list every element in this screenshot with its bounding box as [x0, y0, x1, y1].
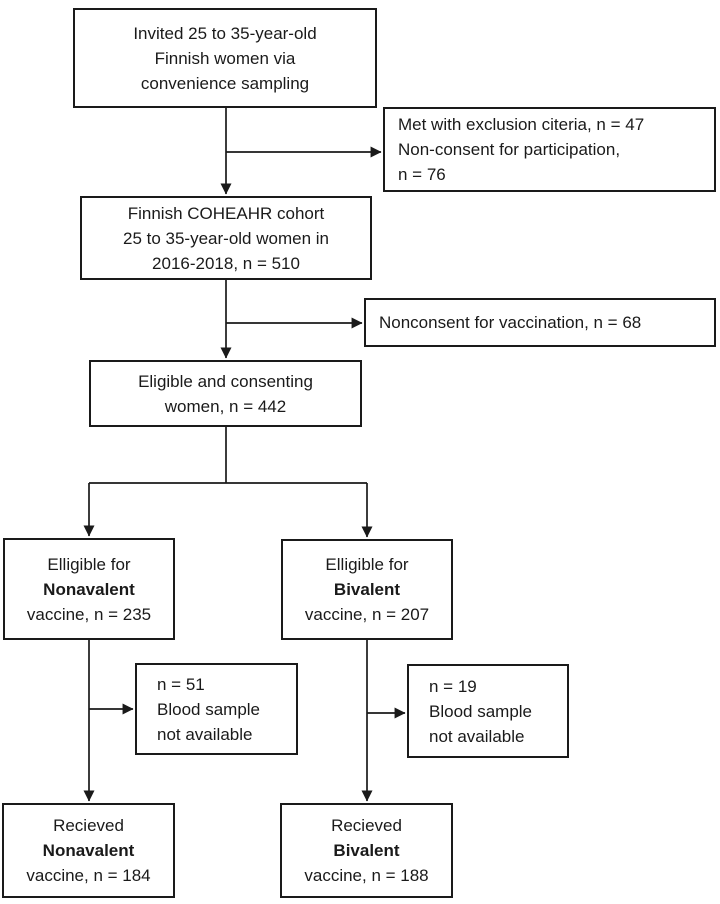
box-exclusion-line-3: n = 76 — [398, 165, 446, 184]
box-noblood-bivalent-line-1: n = 19 — [429, 676, 477, 696]
box-cohort-line-3: 2016-2018, n = 510 — [152, 253, 300, 273]
box-noblood-bivalent: n = 19 Blood sample not available — [407, 664, 569, 758]
box-invited-line-3: convenience sampling — [140, 73, 310, 93]
box-received-nonavalent-line-1: Recieved — [53, 816, 124, 835]
box-noblood-bivalent-line-2: Blood sample — [429, 701, 533, 721]
box-nonconsent-vaccination: Nonconsent for vaccination, n = 68 — [364, 298, 716, 347]
box-nonconsent-line-1: Nonconsent for vaccination, n = 68 — [379, 313, 642, 332]
box-eligible-bivalent-line-3: vaccine, n = 207 — [304, 605, 430, 624]
box-eligible-bivalent-line-2: Bivalent — [333, 580, 401, 599]
box-noblood-nonavalent-line-1: n = 51 — [157, 674, 205, 694]
box-exclusion-line-1: Met with exclusion citeria, n = 47 — [398, 115, 645, 134]
box-invited-line-2: Finnish women via — [154, 48, 296, 68]
box-exclusion-criteria: Met with exclusion citeria, n = 47 Non-c… — [383, 107, 716, 192]
box-invited-line-1: Invited 25 to 35-year-old — [133, 23, 317, 43]
box-received-bivalent-line-3: vaccine, n = 188 — [304, 866, 429, 885]
box-eligible-bivalent-line-1: Elligible for — [325, 555, 409, 574]
box-cohort-line-1: Finnish COHEAHR cohort — [127, 203, 325, 223]
box-eligible-nonavalent-line-2: Nonavalent — [43, 579, 135, 599]
box-noblood-bivalent-line-3: not available — [429, 726, 525, 746]
box-noblood-nonavalent-line-2: Blood sample — [157, 699, 261, 719]
box-eligible-nonavalent-line-1: Elligible for — [47, 554, 131, 574]
box-received-nonavalent: Recieved Nonavalent vaccine, n = 184 — [2, 803, 175, 898]
box-eligible-nonavalent-line-3: vaccine, n = 235 — [26, 604, 152, 624]
box-eligible-consenting: Eligible and consenting women, n = 442 — [89, 360, 362, 427]
box-eligible-nonavalent: Elligible for Nonavalent vaccine, n = 23… — [3, 538, 175, 640]
box-invited-women: Invited 25 to 35-year-old Finnish women … — [73, 8, 377, 108]
box-received-bivalent-line-2: Bivalent — [333, 841, 400, 860]
box-cohort-line-2: 25 to 35-year-old women in — [122, 228, 329, 248]
box-received-nonavalent-line-3: vaccine, n = 184 — [26, 866, 151, 885]
box-eligible-line-2: women, n = 442 — [164, 396, 287, 416]
box-coheahr-cohort: Finnish COHEAHR cohort 25 to 35-year-old… — [80, 196, 372, 280]
box-noblood-nonavalent: n = 51 Blood sample not available — [135, 663, 298, 755]
box-received-bivalent-line-1: Recieved — [331, 816, 402, 835]
box-exclusion-line-2: Non-consent for participation, — [398, 140, 621, 159]
box-eligible-line-1: Eligible and consenting — [138, 371, 313, 391]
box-received-bivalent: Recieved Bivalent vaccine, n = 188 — [280, 803, 453, 898]
box-eligible-bivalent: Elligible for Bivalent vaccine, n = 207 — [281, 539, 453, 640]
box-noblood-nonavalent-line-3: not available — [157, 724, 253, 744]
box-received-nonavalent-line-2: Nonavalent — [42, 841, 135, 860]
